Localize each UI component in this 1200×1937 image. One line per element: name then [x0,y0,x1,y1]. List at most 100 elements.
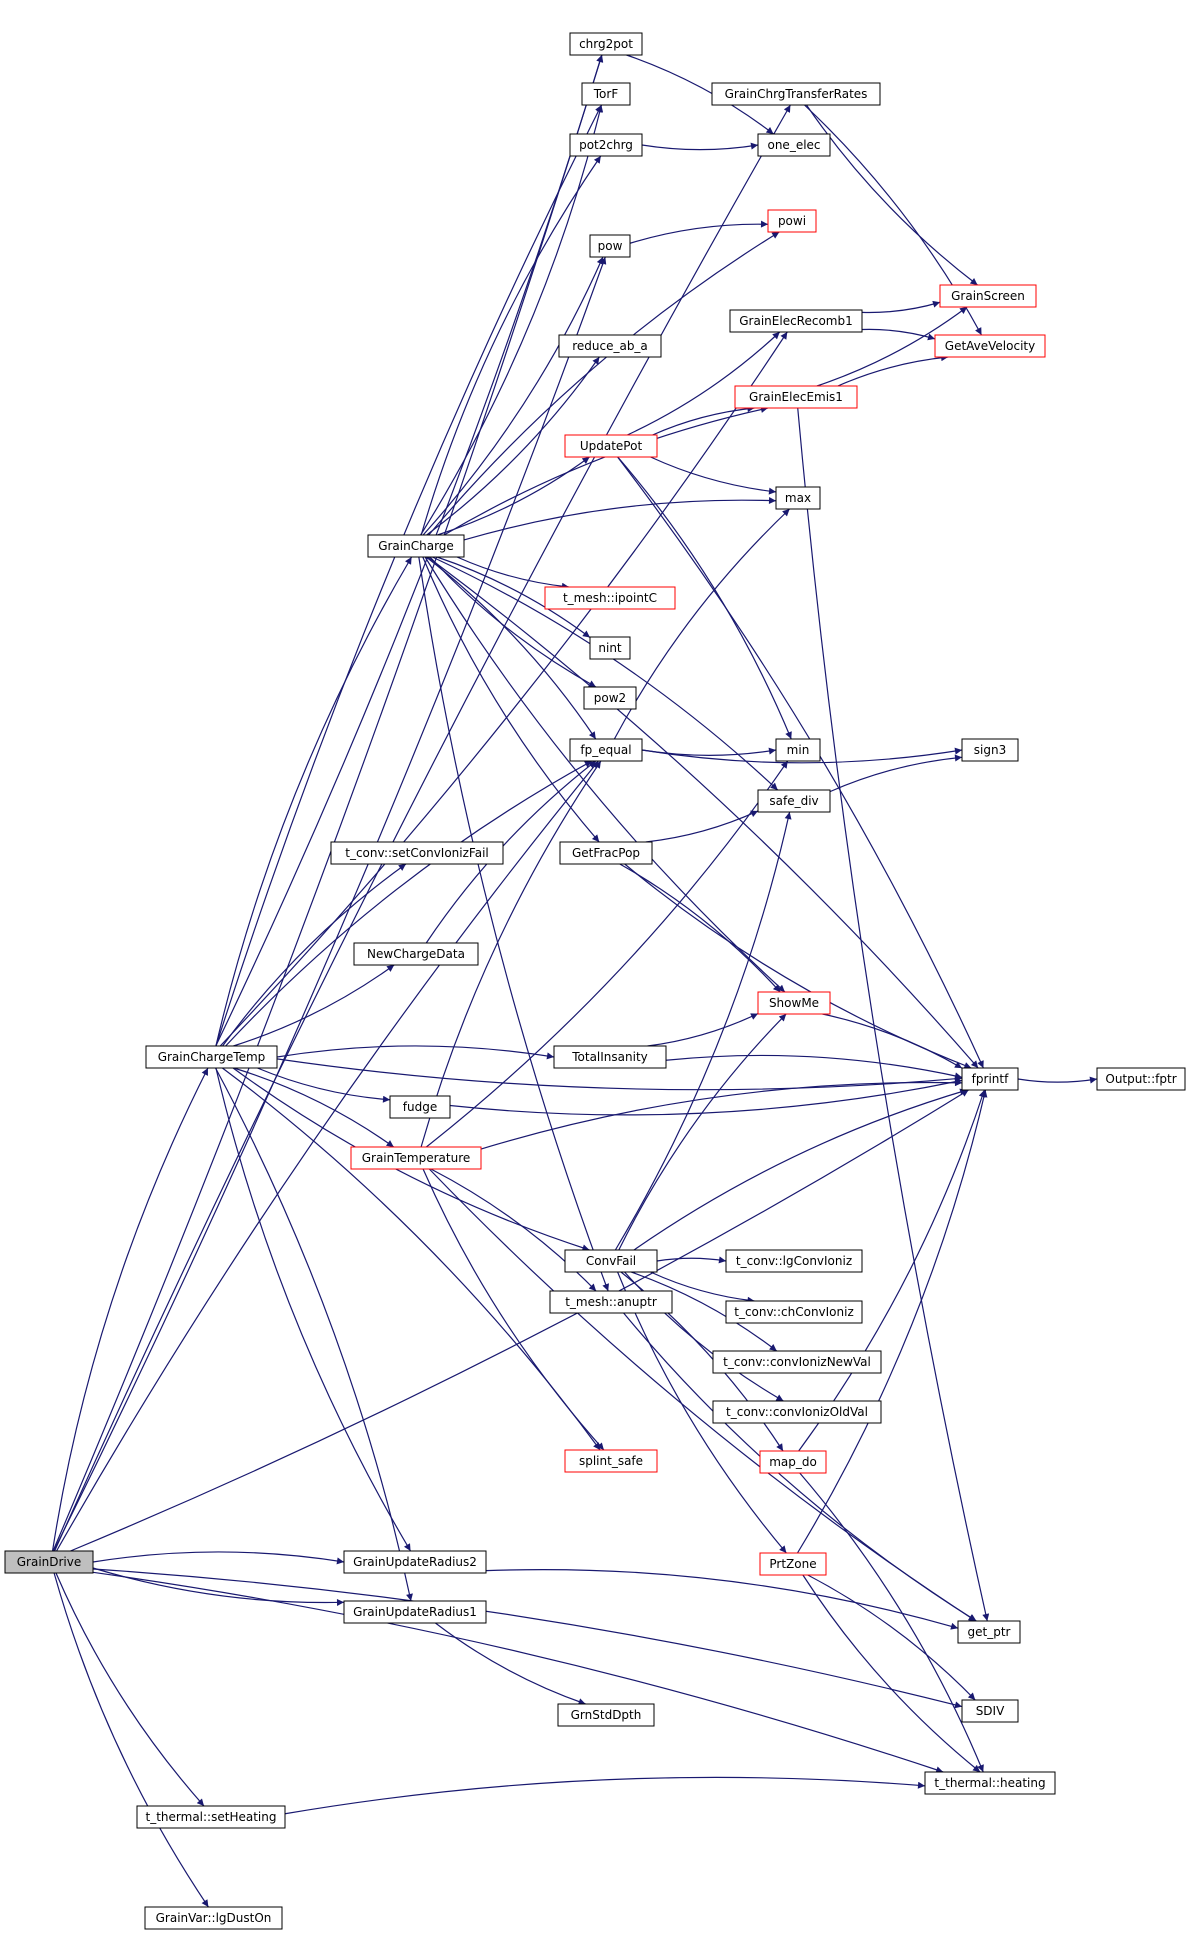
node-GrainChargeTemp[interactable]: GrainChargeTemp [145,1045,278,1069]
node-sign3[interactable]: sign3 [961,738,1019,762]
node-pow[interactable]: pow [589,234,631,258]
node-NewChargeData[interactable]: NewChargeData [353,942,479,966]
node-GetFracPop[interactable]: GetFracPop [559,841,653,865]
node-box [775,486,821,510]
node-label: t_conv::convIonizOldVal [726,1405,868,1419]
node-anuptr[interactable]: t_mesh::anuptr [549,1290,673,1314]
node-powi[interactable]: powi [767,209,817,233]
node-box [569,133,643,157]
node-label: GetFracPop [572,846,640,860]
edge-GrainTemperature-to-fprintf [480,1079,963,1150]
edge-GrainChargeTemp-to-splint_safe [222,1067,601,1451]
node-label: GrainDrive [17,1555,82,1569]
node-PrtZone[interactable]: PrtZone [759,1552,827,1576]
node-pow2[interactable]: pow2 [583,686,637,710]
node-ShowMe[interactable]: ShowMe [757,991,831,1015]
edge-chrg2pot-to-one_elec [626,54,774,135]
node-box [343,1600,487,1624]
node-one_elec[interactable]: one_elec [757,133,831,157]
node-SDIV[interactable]: SDIV [961,1699,1019,1723]
node-GetAveVelocity[interactable]: GetAveVelocity [934,334,1046,358]
node-GrnStdDpth[interactable]: GrnStdDpth [557,1703,655,1727]
node-GrainUpdateRadius2[interactable]: GrainUpdateRadius2 [343,1550,487,1574]
edge-UpdatePot-to-GrainElecEmis1 [652,405,755,436]
node-GrainDrive[interactable]: GrainDrive [4,1550,94,1574]
node-label: ShowMe [769,996,819,1010]
node-GrainUpdateRadius1[interactable]: GrainUpdateRadius1 [343,1600,487,1624]
node-TorF[interactable]: TorF [581,82,631,106]
node-setConvIonizFail[interactable]: t_conv::setConvIonizFail [330,841,504,865]
edge-pow-to-powi [629,220,769,244]
node-convIonizOldVal[interactable]: t_conv::convIonizOldVal [712,1400,882,1424]
node-t_mesh_ipointC[interactable]: t_mesh::ipointC [544,586,676,610]
node-chConvIoniz[interactable]: t_conv::chConvIoniz [725,1300,863,1324]
node-fudge[interactable]: fudge [389,1095,451,1119]
edge-GrainChargeTemp-to-GrainUpdateRadius2 [215,1067,412,1552]
node-box [759,1552,827,1576]
edge-ConvFail-to-lgConvIoniz [656,1256,727,1264]
node-GrainScreen[interactable]: GrainScreen [939,284,1037,308]
node-splint_safe[interactable]: splint_safe [564,1449,658,1473]
node-fp_equal[interactable]: fp_equal [569,738,643,762]
edge-GrainTemperature-to-min [425,760,789,1148]
node-heating[interactable]: t_thermal::heating [924,1771,1056,1795]
node-fprintf[interactable]: fprintf [961,1067,1019,1091]
node-lgDustOn[interactable]: GrainVar::lgDustOn [144,1906,283,1930]
node-ConvFail[interactable]: ConvFail [564,1249,658,1273]
node-GrainElecEmis1[interactable]: GrainElecEmis1 [734,385,858,409]
node-TotalInsanity[interactable]: TotalInsanity [553,1045,667,1069]
edge-GrainElecEmis1-to-get_ptr [797,407,990,1622]
edge-GrainCharge-to-reduce_ab_a [426,356,600,536]
edge-GrainTemperature-to-anuptr [430,1168,597,1292]
edge-GrainCharge-to-fp_equal [425,556,597,740]
node-label: fudge [403,1100,437,1114]
node-label: TorF [593,87,619,101]
node-box [145,1045,278,1069]
edge-GrainCharge-to-ShowMe [424,556,786,993]
node-GrainTemperature[interactable]: GrainTemperature [350,1146,482,1170]
node-label: GrainVar::lgDustOn [156,1911,272,1925]
edge-GrainChargeTemp-to-setConvIonizFail [222,863,407,1047]
node-label: GetAveVelocity [945,339,1035,353]
node-label: Output::fptr [1105,1072,1176,1086]
node-GrainCharge[interactable]: GrainCharge [367,534,465,558]
edge-ConvFail-to-ShowMe [618,1013,787,1251]
node-chrg2pot[interactable]: chrg2pot [569,32,643,56]
edge-GrainElecEmis1-to-GetAveVelocity [837,354,949,387]
edge-map_do-to-heating [799,1472,984,1773]
node-label: t_conv::chConvIoniz [734,1305,854,1319]
node-box [725,1249,863,1273]
node-lgConvIoniz[interactable]: t_conv::lgConvIoniz [725,1249,863,1273]
node-box [367,534,465,558]
node-setHeating[interactable]: t_thermal::setHeating [136,1805,286,1829]
node-convIonizNewVal[interactable]: t_conv::convIonizNewVal [712,1350,882,1374]
node-label: t_thermal::heating [934,1776,1045,1790]
node-Output_fptr[interactable]: Output::fptr [1096,1067,1186,1091]
node-get_ptr[interactable]: get_ptr [957,1620,1021,1644]
node-GrainChrgTransferRates[interactable]: GrainChrgTransferRates [711,82,881,106]
edge-GrainDrive-to-fp_equal [56,760,599,1552]
node-box [939,284,1037,308]
node-box [767,209,817,233]
node-nint[interactable]: nint [589,636,631,660]
node-UpdatePot[interactable]: UpdatePot [564,434,658,458]
node-label: pow2 [594,691,626,705]
node-label: pow [598,239,623,253]
node-box [957,1620,1021,1644]
node-min[interactable]: min [775,738,821,762]
node-label: t_thermal::setHeating [146,1810,277,1824]
node-label: nint [598,641,622,655]
edge-PrtZone-to-SDIV [807,1574,976,1701]
node-max[interactable]: max [775,486,821,510]
node-box [144,1906,283,1930]
node-box [934,334,1046,358]
edge-GrainDrive-to-heating [92,1571,944,1774]
edge-GrainElecRecomb1-to-GrainScreen [861,300,941,314]
node-safe_div[interactable]: safe_div [757,789,831,813]
node-label: GrainUpdateRadius2 [353,1555,477,1569]
node-pot2chrg[interactable]: pot2chrg [569,133,643,157]
node-map_do[interactable]: map_do [759,1450,827,1474]
node-reduce_ab_a[interactable]: reduce_ab_a [558,334,662,358]
edge-safe_div-to-sign3 [829,754,963,793]
node-GrainElecRecomb1[interactable]: GrainElecRecomb1 [729,309,863,333]
